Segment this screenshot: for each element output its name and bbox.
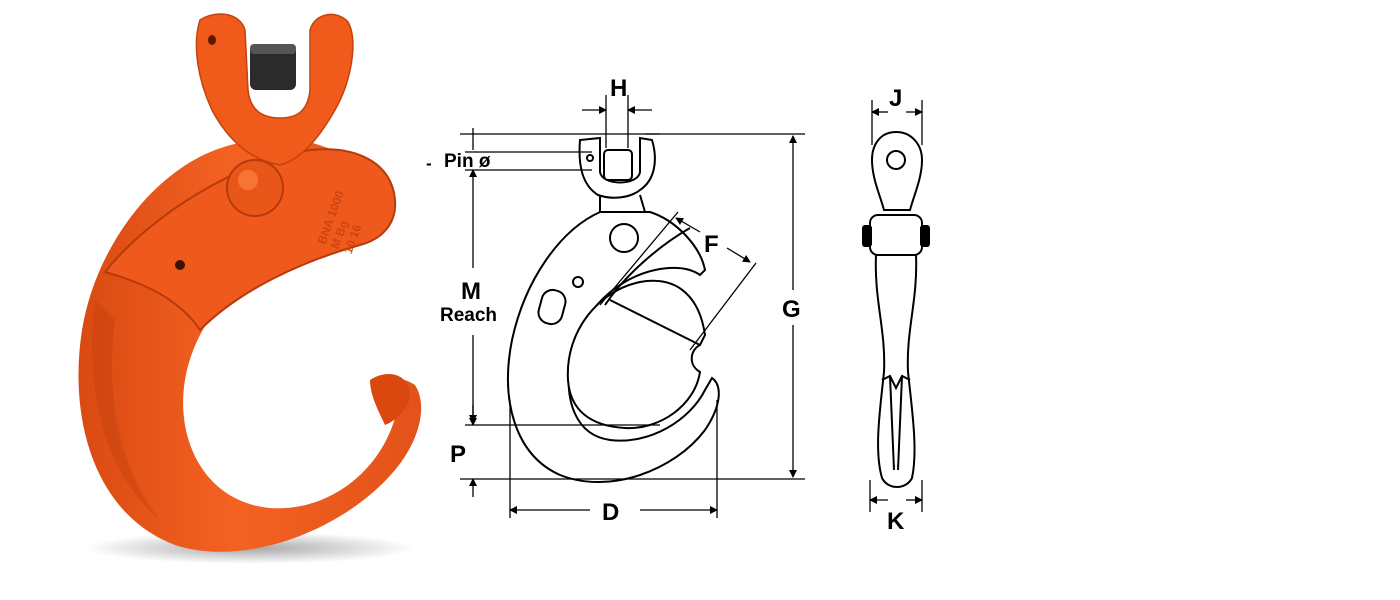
f-ext-left (599, 211, 679, 306)
side-shank (874, 254, 918, 488)
label-pin-dash: - (426, 154, 432, 173)
latch-tip (370, 374, 411, 425)
front-clevis-dot (586, 154, 594, 162)
side-eye-hole (886, 150, 906, 170)
label-m: M (461, 278, 481, 305)
clevis-hole (208, 35, 216, 45)
f-arrow-left (675, 217, 701, 233)
side-top-eye (870, 130, 924, 211)
side-rivet-right (920, 225, 930, 247)
label-d: D (602, 499, 619, 526)
front-view-drawing: H - Pin ø M Reach P D F G (426, 75, 805, 526)
label-k: K (887, 508, 905, 535)
front-latch (604, 227, 701, 346)
label-p: P (450, 441, 466, 468)
side-rivet-left (862, 225, 872, 247)
label-g: G (782, 296, 801, 323)
front-clevis (578, 136, 656, 199)
label-j: J (889, 85, 902, 112)
side-view-drawing: J K (862, 85, 930, 535)
label-reach: Reach (440, 305, 497, 326)
front-hook-outline (507, 211, 720, 483)
front-clevis-pin (603, 149, 633, 181)
f-ext-right (689, 262, 757, 351)
clevis-pin (250, 44, 296, 90)
side-tip (881, 374, 911, 471)
hook-opening (199, 250, 378, 469)
pin-highlight (250, 44, 296, 54)
front-small-hole (572, 276, 584, 288)
front-neck (599, 194, 646, 213)
front-latch-hole (609, 223, 639, 253)
front-slot-hole (537, 288, 567, 326)
latch-hole (175, 260, 185, 270)
f-arrow-right (726, 247, 751, 263)
hook-photo: BNA 1000 M Bg 10 16 (78, 13, 422, 564)
body-shade (92, 300, 160, 520)
label-f: F (704, 231, 719, 258)
clevis-left-arm (195, 13, 354, 166)
label-h: H (610, 75, 627, 102)
side-latch-band (869, 214, 923, 256)
rivet-highlight (238, 170, 258, 190)
front-hook-eye (566, 279, 707, 430)
rivet-boss (226, 159, 284, 217)
label-pin: Pin ø (444, 151, 491, 172)
